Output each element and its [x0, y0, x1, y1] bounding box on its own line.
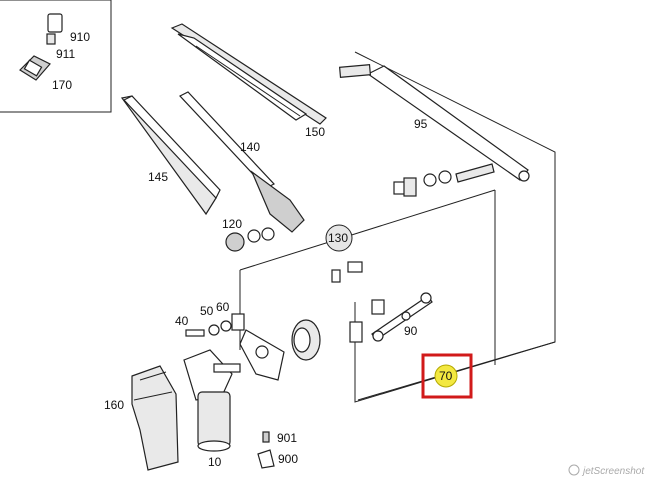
label-40: 40: [175, 314, 189, 328]
label-130: 130: [328, 231, 348, 245]
wiper-arm-part[interactable]: [179, 91, 305, 233]
label-145: 145: [148, 170, 168, 184]
connector-part[interactable]: [257, 431, 275, 469]
label-901: 901: [277, 431, 297, 445]
label-95: 95: [414, 117, 428, 131]
crank-disk-part[interactable]: [239, 319, 321, 381]
bolt-set-part[interactable]: [331, 261, 385, 343]
wiper-blade-part[interactable]: [170, 23, 327, 125]
label-150: 150: [305, 125, 325, 139]
label-140: 140: [240, 140, 260, 154]
switch-module-part[interactable]: [19, 55, 51, 81]
motor-cover-part[interactable]: [131, 365, 179, 471]
label-10: 10: [208, 455, 222, 469]
label-90: 90: [404, 324, 418, 338]
connecting-rod-part[interactable]: [338, 64, 530, 182]
label-60: 60: [216, 300, 230, 314]
label-910: 910: [70, 30, 90, 44]
label-911: 911: [56, 47, 75, 61]
watermark: jetScreenshot: [568, 464, 645, 477]
linkage-rod-part[interactable]: [371, 292, 433, 342]
label-130-circle: 130: [325, 224, 353, 252]
label-160: 160: [104, 398, 124, 412]
highlight-box-70[interactable]: 70: [421, 353, 473, 399]
cap-nut-part[interactable]: [225, 227, 275, 252]
label-70: 70: [439, 369, 453, 383]
wiper-motor-part[interactable]: [183, 349, 241, 452]
watermark-text: jetScreenshot: [581, 466, 645, 477]
inset-box: 910 911 170: [0, 0, 112, 113]
screw-washer-set-part[interactable]: [185, 313, 245, 337]
label-50: 50: [200, 304, 214, 318]
label-170: 170: [52, 78, 72, 92]
washer-set-part[interactable]: [393, 163, 495, 197]
label-120: 120: [222, 217, 242, 231]
label-900: 900: [278, 452, 298, 466]
arm-cover-part[interactable]: [120, 95, 221, 216]
switch-cap-part[interactable]: [46, 13, 63, 45]
